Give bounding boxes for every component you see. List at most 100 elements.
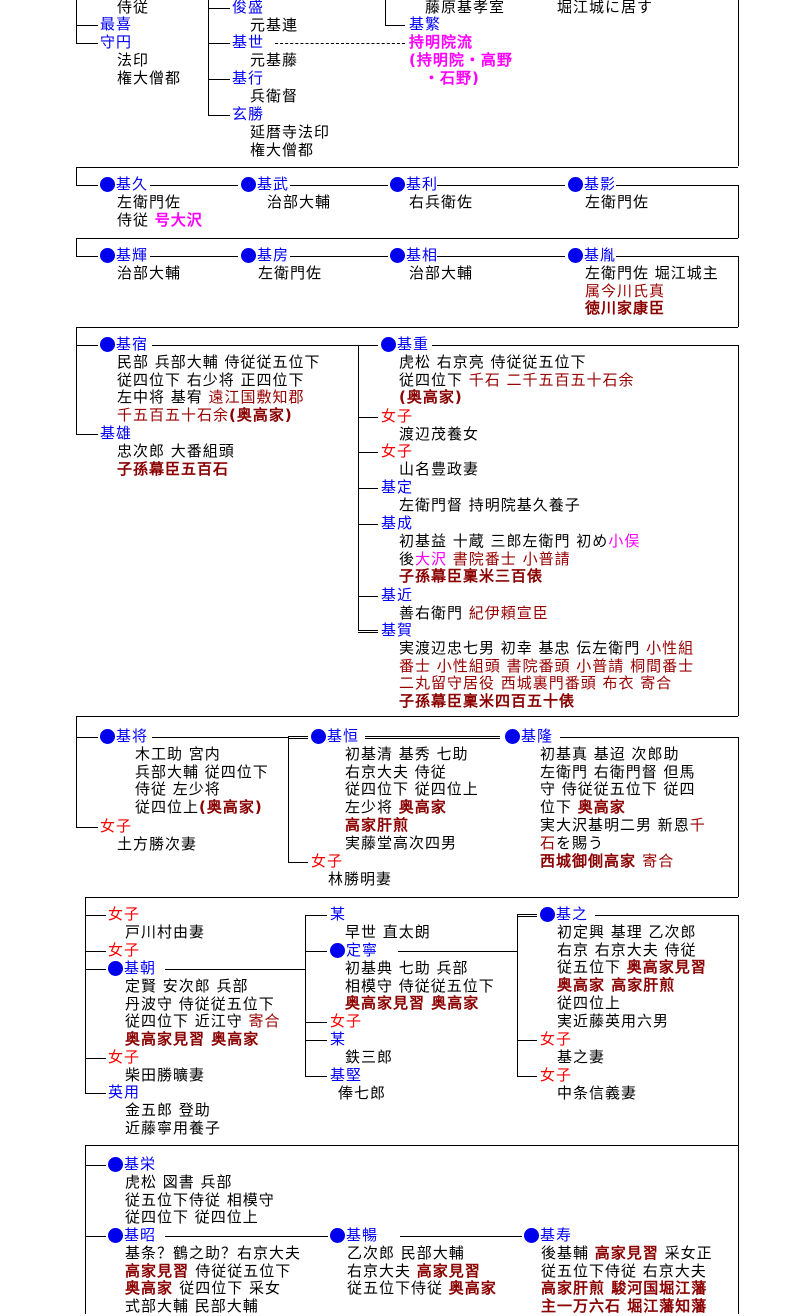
detail-line: 従五位下侍従 相模守 [125,1191,275,1210]
connector-line [517,1040,537,1041]
text-segment: 金五郎 登助 [125,1100,211,1119]
text-segment: 実大沢基明二男 新恩 [540,816,690,835]
detail-line: 金五郎 登助 [125,1100,221,1120]
person-name[interactable]: 基雄 [100,424,133,443]
person-name[interactable]: 基武 [257,175,290,194]
head-of-family-bullet-icon [330,943,345,959]
text-segment: 治部大輔 [117,263,182,282]
text-segment: 鉄三郎 [345,1047,394,1066]
person-name[interactable]: 基隆 [521,727,554,746]
connector-line [152,345,378,346]
person-name[interactable]: 基房 [257,246,290,265]
person-name[interactable]: 基寿 [540,1226,573,1245]
connector-line [208,8,230,9]
person-name[interactable]: 基世 [232,33,265,52]
text-segment: 忠次郎 大番組頭 [117,441,235,460]
connector-line [76,345,98,346]
connector-line [738,737,739,897]
detail-line: 奥高家 高家肝煎 [557,976,707,995]
person-name[interactable]: 守円 [100,33,133,52]
text-segment: 寄合 [642,851,675,870]
person-entry: 基武治部大輔 [241,175,331,212]
text-segment: ・石野) [424,69,480,88]
detail-line: 守 侍従従五位下 従四 [540,781,706,799]
person-name[interactable]: 俊盛 [232,0,265,17]
person-entry: 藤原基孝室 [425,0,505,17]
person-entry: 女子 [108,941,141,960]
person-name[interactable]: 英用 [108,1083,141,1102]
text-segment: 守 侍従従五位下 従四 [540,780,696,799]
person-entry: 基賀実渡辺忠七男 初幸 基忠 伝左衛門 小性組番士 小性組頭 書院番頭 小普請 … [381,621,694,711]
detail-line: 高家肝煎 [345,816,479,835]
person-entry: 基堅俸七郎 [330,1066,386,1103]
text-segment: 従五位下侍従 [347,1279,449,1298]
person-name[interactable]: 基堅 [330,1066,363,1085]
person-name[interactable]: 基重 [397,335,430,354]
detail-line: 従四位下 近江守 寄合 [125,1013,281,1031]
person-name[interactable]: 基恒 [327,727,360,746]
person-name[interactable]: 基繁 [409,15,442,34]
person-name[interactable]: 某 [330,1030,347,1049]
head-of-family-bullet-icon [100,177,115,193]
person-name[interactable]: 基影 [584,175,617,194]
text-segment: 奥高家 高家肝煎 [557,976,676,995]
person-name[interactable]: 基輝 [116,246,149,265]
text-segment: 右兵衛佐 [409,192,474,211]
detail-line: 主一万六石 堀江藩知藩 [541,1297,713,1316]
text-segment: 権大僧都 [117,68,182,87]
head-of-family-bullet-icon [100,337,115,353]
person-name[interactable]: 基行 [232,69,265,88]
person-name[interactable]: 女子 [108,941,141,960]
detail-line: 治部大輔 [409,264,473,283]
person-name[interactable]: 基定 [381,478,414,497]
person-name[interactable]: 基将 [116,727,149,746]
text-segment: 定賢 安次郎 兵部 [125,976,249,995]
person-name[interactable]: 女子 [381,407,414,426]
person-name[interactable]: 基相 [406,246,439,265]
person-name[interactable]: 女子 [108,905,141,924]
person-name[interactable]: 女子 [100,817,133,836]
person-name[interactable]: 女子 [540,1066,573,1085]
person-name[interactable]: 基利 [406,175,439,194]
person-name[interactable]: 基之 [556,905,589,924]
person-entry: 基栄虎松 図書 兵部従五位下侍従 相模守従四位下 従四位上 [108,1155,275,1227]
connector-line [738,0,739,166]
text-segment: 左少将 [345,798,399,817]
text-segment: 従四位下 従四位上 [345,780,479,799]
person-name[interactable]: 玄勝 [232,105,265,124]
text-segment: 堀江城に居す [557,0,654,17]
person-entry: 守円法印権大僧都 [100,33,182,87]
connector-line [76,827,98,828]
person-name[interactable]: 基近 [381,586,414,605]
person-name[interactable]: 某 [330,905,347,924]
person-name[interactable]: 女子 [311,852,344,871]
connector-line [738,915,739,1145]
person-name[interactable]: 定寧 [346,941,379,960]
connector-line [305,1076,327,1077]
person-name[interactable]: 女子 [108,1048,141,1067]
connector-line [85,951,106,952]
person-name[interactable]: 基久 [116,175,149,194]
person-entry: 基暢乙次郎 民部大輔右京大夫 高家見習従五位下侍従 奥高家 [330,1226,497,1298]
text-segment: 位下 [540,798,578,817]
person-name[interactable]: 基成 [381,514,414,533]
person-name[interactable]: 基昭 [124,1226,157,1245]
person-name[interactable]: 最喜 [100,15,133,34]
connector-line [517,915,518,1076]
person-name[interactable]: 女子 [540,1030,573,1049]
name-row: 基世 [232,33,298,52]
person-name[interactable]: 基朝 [124,959,157,978]
detail-line: 林勝明妻 [328,870,392,889]
person-entry: 女子土方勝次妻 [100,817,197,854]
text-segment: 近藤寧用養子 [125,1118,222,1137]
person-name[interactable]: 基栄 [124,1155,157,1174]
person-entry: 某鉄三郎 [330,1030,394,1067]
person-name[interactable]: 基胤 [584,246,617,265]
person-name[interactable]: 基賀 [381,621,414,640]
person-name[interactable]: 基暢 [346,1226,379,1245]
detail-line: ・石野) [424,69,480,88]
person-name[interactable]: 女子 [381,442,414,461]
person-name[interactable]: 基宿 [116,335,149,354]
person-name[interactable]: 女子 [330,1012,363,1031]
text-segment: 従四位上 [557,994,622,1013]
